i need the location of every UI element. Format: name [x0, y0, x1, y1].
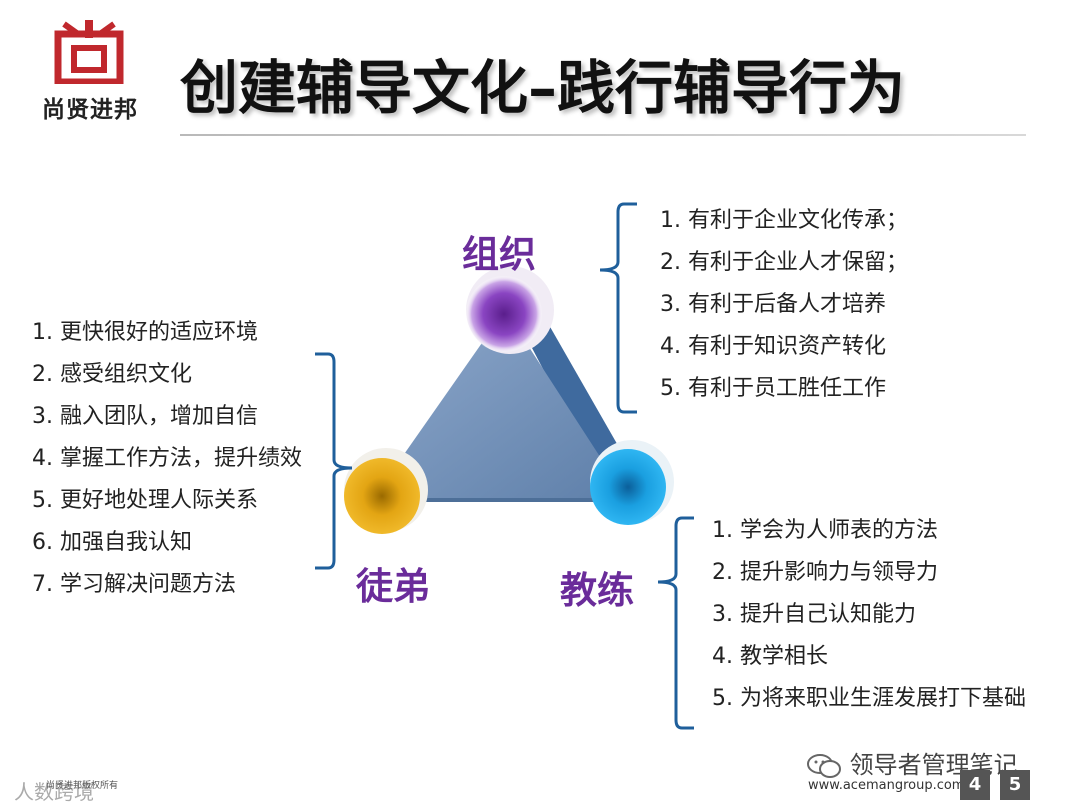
list-item: 5.有利于员工胜任工作	[660, 368, 908, 410]
page-number-left: 4	[960, 770, 990, 800]
item-number: 2.	[712, 552, 740, 594]
apprentice-benefits-list: 1.更快很好的适应环境 2.感受组织文化 3.融入团队，增加自信 4.掌握工作方…	[32, 312, 302, 606]
item-text: 学会为人师表的方法	[740, 518, 938, 543]
list-item: 2.感受组织文化	[32, 354, 302, 396]
item-text: 掌握工作方法，提升绩效	[60, 446, 302, 471]
item-number: 5.	[32, 480, 60, 522]
list-item: 3.提升自己认知能力	[712, 594, 1026, 636]
item-number: 4.	[32, 438, 60, 480]
item-number: 2.	[32, 354, 60, 396]
item-text: 教学相长	[740, 644, 828, 669]
item-text: 有利于企业文化传承；	[688, 208, 908, 233]
item-number: 4.	[660, 326, 688, 368]
list-item: 2.提升影响力与领导力	[712, 552, 1026, 594]
item-number: 1.	[660, 200, 688, 242]
list-item: 4.有利于知识资产转化	[660, 326, 908, 368]
logo-mark-icon	[54, 20, 124, 84]
copyright-note: 尚贤进邦版权所有	[46, 778, 118, 791]
triangle-base	[372, 498, 628, 502]
list-item: 3.有利于后备人才培养	[660, 284, 908, 326]
item-number: 3.	[32, 396, 60, 438]
coach-node-halo	[590, 440, 674, 524]
item-number: 5.	[712, 678, 740, 720]
triangle-bevel	[520, 318, 632, 478]
logo-text: 尚贤进邦	[30, 90, 150, 124]
item-text: 更快很好的适应环境	[60, 320, 258, 345]
page-number-right: 5	[1000, 770, 1030, 800]
item-number: 1.	[32, 312, 60, 354]
item-number: 6.	[32, 522, 60, 564]
item-text: 有利于后备人才培养	[688, 292, 886, 317]
organization-label: 组织	[462, 224, 536, 278]
title-divider	[180, 134, 1026, 136]
item-number: 1.	[712, 510, 740, 552]
item-number: 3.	[712, 594, 740, 636]
coach-bracket	[658, 518, 694, 728]
coach-label: 教练	[560, 560, 634, 614]
wechat-icon	[806, 753, 842, 779]
list-item: 3.融入团队，增加自信	[32, 396, 302, 438]
list-item: 6.加强自我认知	[32, 522, 302, 564]
item-text: 感受组织文化	[60, 362, 192, 387]
list-item: 7.学习解决问题方法	[32, 564, 302, 606]
list-item: 1.有利于企业文化传承；	[660, 200, 908, 242]
item-text: 有利于员工胜任工作	[688, 376, 886, 401]
item-text: 融入团队，增加自信	[60, 404, 258, 429]
item-text: 加强自我认知	[60, 530, 192, 555]
website-url: www.acemangroup.com	[808, 778, 964, 793]
item-number: 3.	[660, 284, 688, 326]
item-number: 2.	[660, 242, 688, 284]
list-item: 2.有利于企业人才保留；	[660, 242, 908, 284]
list-item: 5.为将来职业生涯发展打下基础	[712, 678, 1026, 720]
organization-node-halo	[466, 266, 554, 354]
item-text: 有利于企业人才保留；	[688, 250, 908, 275]
item-number: 4.	[712, 636, 740, 678]
triangle-shape	[372, 310, 628, 500]
wechat-account-name: 领导者管理笔记	[850, 751, 1018, 779]
page-title: 创建辅导文化–践行辅导行为	[180, 48, 1040, 128]
list-item: 1.学会为人师表的方法	[712, 510, 1026, 552]
organization-node-circle	[466, 276, 542, 352]
list-item: 1.更快很好的适应环境	[32, 312, 302, 354]
item-number: 5.	[660, 368, 688, 410]
apprentice-bracket	[315, 354, 352, 568]
apprentice-node-halo	[344, 448, 428, 532]
apprentice-node-circle	[344, 458, 420, 534]
list-item: 4.掌握工作方法，提升绩效	[32, 438, 302, 480]
logo: 尚贤进邦	[30, 20, 150, 120]
coach-node-circle	[590, 449, 666, 525]
item-text: 更好地处理人际关系	[60, 488, 258, 513]
item-text: 为将来职业生涯发展打下基础	[740, 686, 1026, 711]
organization-bracket	[600, 204, 637, 412]
organization-benefits-list: 1.有利于企业文化传承； 2.有利于企业人才保留； 3.有利于后备人才培养 4.…	[660, 200, 908, 410]
list-item: 5.更好地处理人际关系	[32, 480, 302, 522]
item-number: 7.	[32, 564, 60, 606]
item-text: 有利于知识资产转化	[688, 334, 886, 359]
list-item: 4.教学相长	[712, 636, 1026, 678]
item-text: 学习解决问题方法	[60, 572, 236, 597]
item-text: 提升影响力与领导力	[740, 560, 938, 585]
item-text: 提升自己认知能力	[740, 602, 916, 627]
coach-benefits-list: 1.学会为人师表的方法 2.提升影响力与领导力 3.提升自己认知能力 4.教学相…	[712, 510, 1026, 720]
apprentice-label: 徒弟	[356, 556, 430, 610]
